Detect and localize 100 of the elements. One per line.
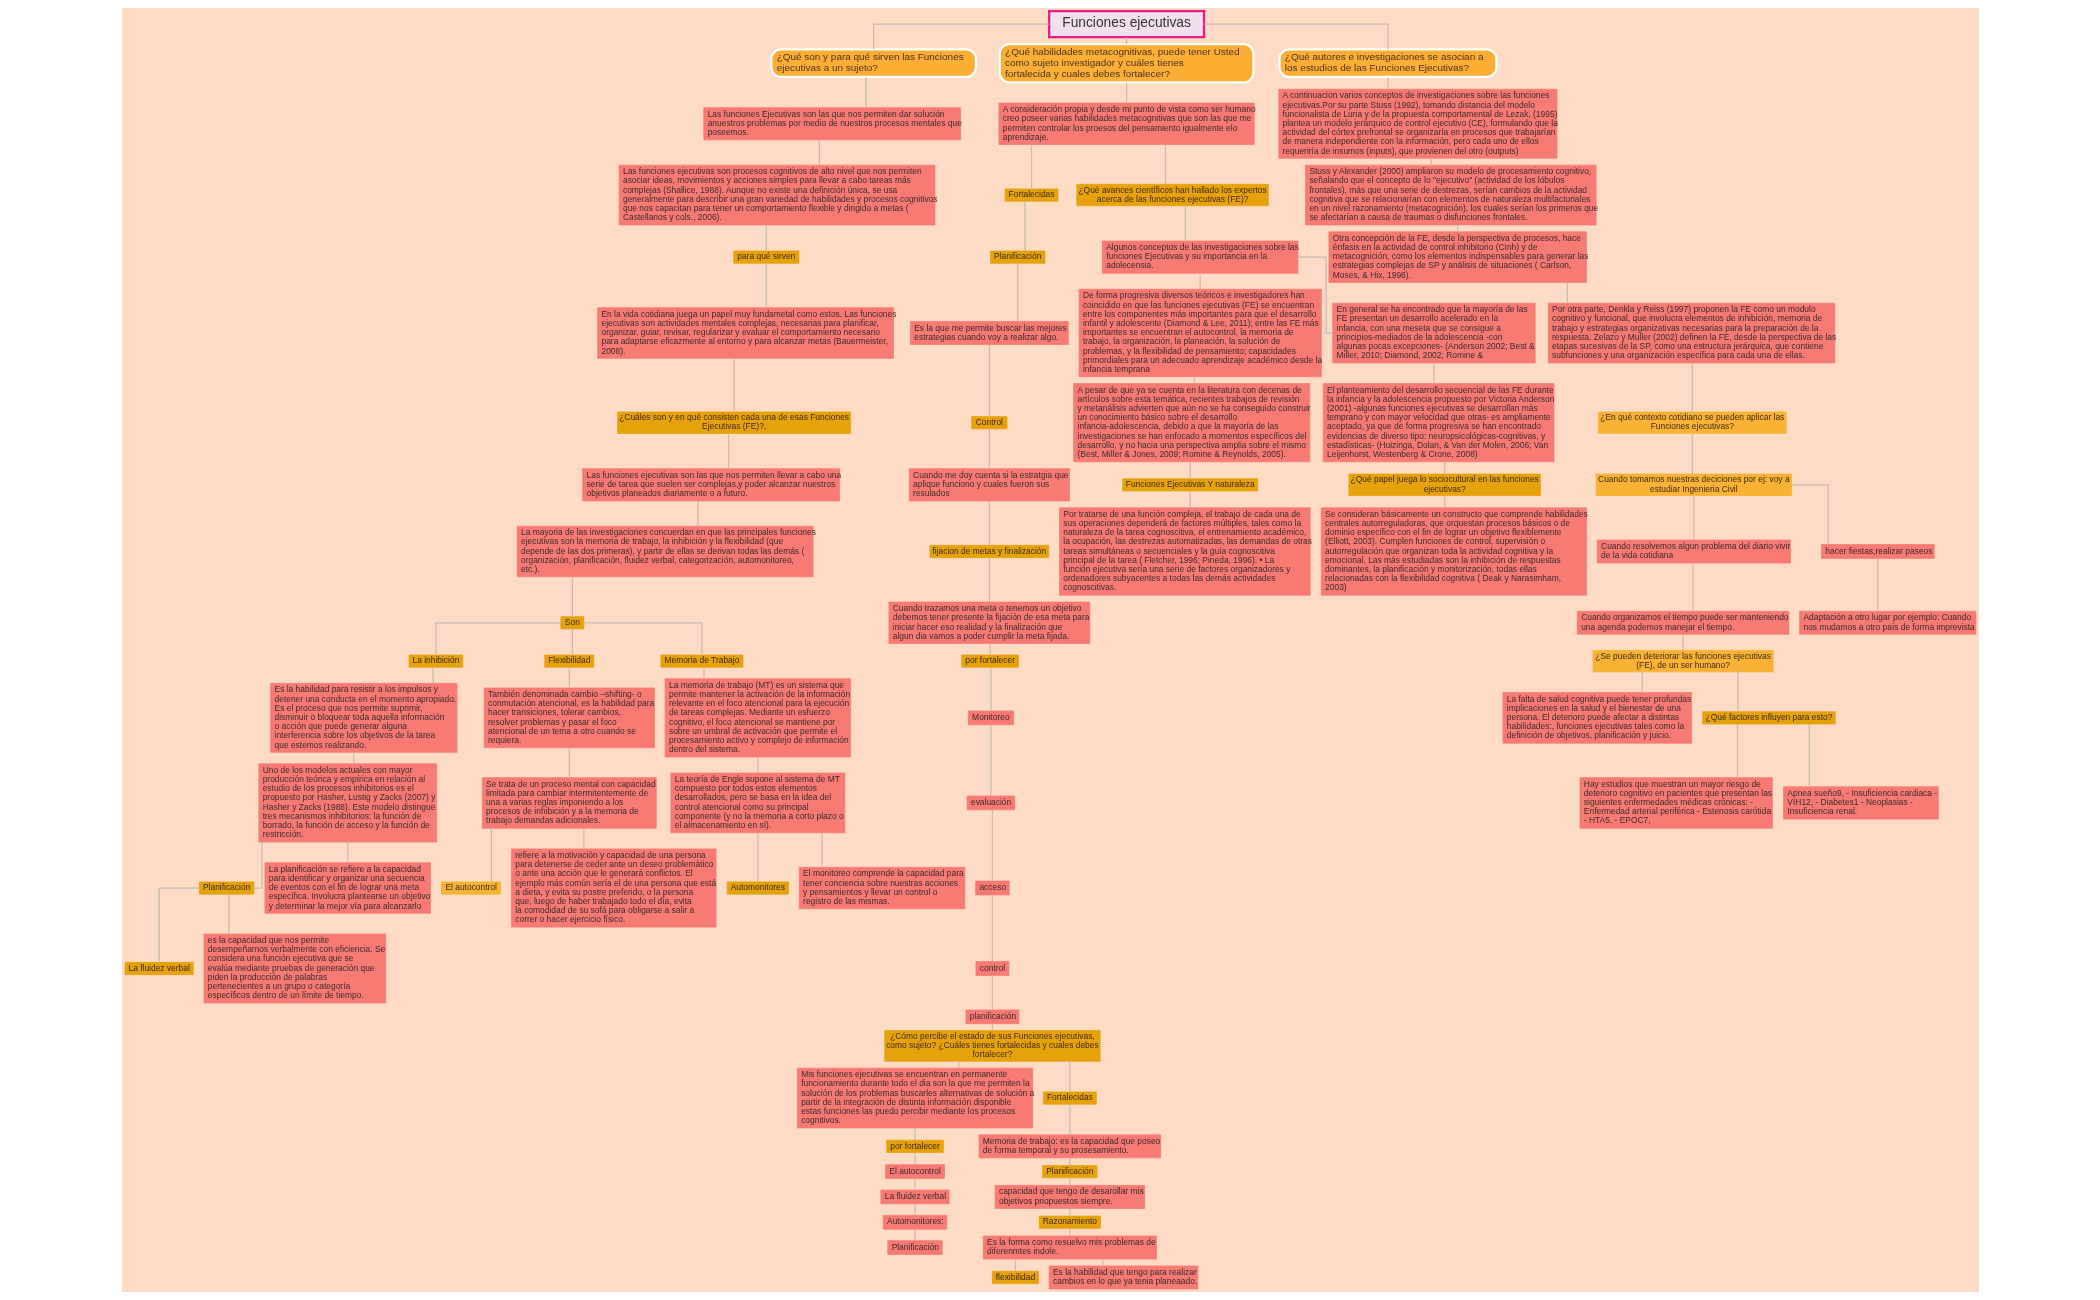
node-box: Fortalecidas [1042, 1091, 1097, 1105]
node-box: La teoría de Engle supone al sistema de MT compuesto por todos estos elementos desarrollados, pero se basa en la idea del control atencional como su principal componente (y no la memoria a corto plazo o el almacenamiento en sí). [669, 772, 845, 834]
node-box: ¿Cuáles son y en qué consisten cada una de esas Funciones Ejecutivas (FE)?, [616, 411, 851, 434]
node-box: planificación [965, 1009, 1019, 1025]
connector [1068, 1060, 1070, 1093]
connector [864, 76, 867, 109]
node-box: Planificación [1041, 1165, 1097, 1179]
node-box: es la capacidad que nos permite desempeñarnos verbalmente con eficiencia. Se considera una función ejecutiva que se evalúa mediante pruebas de generación que piden la producción de palabras pertenecientes a un grupo o categoría específicos dentro de un límite de tiempo. [203, 933, 386, 1004]
node-box: fijacion de metas y finalización [929, 544, 1049, 558]
node-box: hacer fiestas,realizar paseos [1820, 544, 1935, 559]
connector [702, 666, 705, 680]
connector [1297, 256, 1333, 334]
node-box: Automonitores [726, 881, 789, 895]
connector [346, 841, 348, 864]
connector [227, 893, 230, 935]
connector [1691, 362, 1693, 413]
node-box: refiere a la motivación y capacidad de una persona para detenerse de ceder ante un deseo problemático o ante una acción que le generará conflictos. El ejemplo más común sería el de una persona que está a dieta, y evita su postre preferido, o la persona que, luego de haber trabajado todo el día, evita la comodidad de su sofá para obligarse a salir a correr o hacer ejercicio físico. [510, 848, 716, 928]
connector [582, 827, 584, 850]
connector [1432, 362, 1435, 385]
node-box: La falta de salud cognitiva puede tener profundas implicaciones en la salud y el bienestar de una persona. El deterioro puede afectar a distintas habilidades:, funciones ejecutivas tales como la definición de objetivos, planificación y juicio. [1502, 692, 1692, 744]
connector [1692, 495, 1694, 541]
connector [1566, 282, 1568, 304]
connector [1068, 1208, 1070, 1217]
node-box: La memoria de trabajo (MT) es un sistema que permite mantener la activación de la información relevante en el foco atencional para la ejecución de tareas complejas. Mediante un esfuerzo cognitivo, el foco atencional se mantiene por sobre un umbral de activación que permite el procesamiento activo y complejo de información dentro del sistema. [664, 678, 851, 758]
connector [158, 887, 200, 963]
connector [568, 666, 570, 689]
connector [913, 1228, 916, 1242]
connector [988, 344, 990, 418]
connector [696, 500, 698, 527]
node-box: El planteamiento del desarrollo secuencial de las FE durante la infancia y la adolescencia propuesto por Victoria Anderson (2001) -algunas funciones ejecutivas se desarrollan más temprano y con mayor velocidad que otras- es ampliamente aceptado, ya que de forma progresiva se han encontrado evidencias de diverso tipo: neuropsicológicas-cognitivas, y estadísticas- (Huizinga, Dolan, & Van der Molen, 2006; Van Leijenhorst, Westenberg & Crone, 2008) [1322, 383, 1554, 463]
node-box: Planificación [886, 1240, 943, 1255]
connector [989, 724, 991, 797]
node-box: Hay estudios que muestran un mayor riesgo de deterioro cognitivo en pacientes que presentan las siguientes enfermedades médicas crónicas: - Enfermedad arterial periférica - Estenosis carótida - HTA5, - EPOC7, [1579, 777, 1773, 829]
node-box: Se consideran básicamente un constructo que comprende habilidades centrales autorreguladoras, que orquestan procesos básicos o de dominio específico con el fin de lograr un objetivo flexiblemente (Elliott, 2003). Cumplen funciones de control, supervisión o autorregulación que organizan toda la actividad cognitiva y la emocional. Las más estudiadas son la inhibición de respuestas dominantes, la planificación y monitorización, todas ellas relacionadas con la flexibilidad cognitiva ( Deak y Narasimham, 2003) [1320, 507, 1587, 596]
node-box: Memoria de trabajo: es la capacidad que poseo de forma temporal y su prosesamiento. [978, 1134, 1161, 1159]
node-box: Cuando resolvemos algun problema del diario vivir de la vida cotidiana [1596, 539, 1791, 564]
node-box: Mis funciones ejecutivas se encuentran en permanente funcionamiento durante todo el dia son la que me permiten la solución de los problemas buscarles alternativas de solución a partir de la integración de distinta información disponible estas funciones las puedo percibir mediante los procesos cognitivos. [796, 1067, 1033, 1129]
node-box: Funciones ejecutivas [1047, 9, 1205, 39]
connector [1682, 633, 1684, 651]
node-box: acceso [974, 880, 1010, 896]
connector [872, 23, 1050, 50]
connector [988, 428, 990, 470]
node-box: Razonamiento [1038, 1215, 1101, 1229]
node-box: Las funciones ejecutivas son procesos cognitivos de alto nivel que nos permiten asociar ideas, movimientos y acciones simples para llevar a cabo tareas más complejas (Shallice, 1988). Aunque no existe una definición única, se usa generalmente para describir una gran variedad de habilidades y procesos cognitivos que nos capacitan para tener un comportamiento flexible y dirigido a metas ( Castellanos y cols., 2006). [618, 164, 935, 226]
connector [1184, 205, 1186, 242]
connector [733, 357, 735, 413]
node-box: Es la forma como resuelvo mis problemas de diferenmtes indole. [982, 1235, 1157, 1260]
connector [1125, 82, 1127, 104]
connector [1203, 23, 1389, 50]
node-box: La fluidez verbal [880, 1189, 949, 1205]
node-box: La planificación se refiere a la capacidad para identificar y organizar una secuencia de eventos con el fin de lograr una meta específica. Involucra plantearse un objetivo y determinar la mejor vía para alcanzarlo [264, 862, 431, 914]
node-box: ¿Cómo percibe el estado de sus Funciones ejecutivas, como sujeto? ¿Cuáles tienes fortalecidas y cuales debes fortalecer? [883, 1030, 1100, 1062]
node-box: El monitoreo comprende la capacidad para tener conciencia sobre nuestras acciones y pensamientos y llevar un control o registro de las mismas. [798, 866, 965, 910]
node-box: ¿Qué avances científicos han hallado los expertos acerca de las funciones ejecutivas (FE)? [1075, 183, 1269, 207]
connector [989, 666, 991, 712]
connector [1736, 723, 1738, 778]
connector [490, 827, 492, 883]
connector [756, 756, 758, 774]
node-box: A pesar de que ya se cuenta en la literatura con decenas de artículos sobre esta temática, recientes trabajos de revisión y metanálisis advierten que aún no se ha conseguido construir un conocimiento básico sobre el desarrollo infancia-adolescencia, debido a que la mayoría de las investigaciones se han enfocado a momentos específicos del desarrollo, y no hacia una perspectiva amplia sobre el mismo (Best, Miller & Jones, 2009; Romine & Reynolds, 2005). [1072, 383, 1310, 463]
node-box: Es la habilidad para resistir a los impulsos y detener una conducta en el momento apropiado. Es el proceso que nos permite suprimir, disminuir o bloquear toda aquella información o acción que puede generar alguna interferencia sobre los objetivos de la tarea que estemos realizando. [269, 682, 457, 753]
connector [991, 894, 993, 963]
connector [568, 747, 570, 779]
connector [765, 262, 767, 309]
node-box: Las funciones Ejecutivas son las que nos permiten dar solución anuestros problemas por medio de nuestros procesos mentales que poseemos. [702, 107, 961, 141]
node-box: Es la habilidad que tengo para realizar cambios en lo que ya tenia planeaado. [1048, 1265, 1198, 1290]
connector [1386, 76, 1389, 90]
node-box: Por otra parte, Denkla y Reiss (1997) proponen la FE como un modulo cognitivo y funcional, que involucra elementos de inhibición, memoria de trabajo y estrategias organizativas necesarias para la preparación de la respuesta. Zelazo y Muller (2002) definen la FE, desde la perspectiva de las etapas sucesivas de la SP, como una estructura jerárquica, que contiene subfunciones y una organización específica para cada una de ellas. [1547, 302, 1835, 364]
node-box: Son [559, 616, 584, 630]
connector [1641, 671, 1643, 693]
node-box: ¿Qué son y para qué sirven las Funciones ejecutivas a un sujeto? [769, 48, 977, 79]
node-box: Automonitores: [882, 1214, 947, 1230]
connector [765, 224, 767, 252]
connector [252, 841, 262, 889]
connector [582, 622, 703, 656]
node-box: ¿Qué factores influyen para esto? [1701, 711, 1836, 725]
connector [1691, 562, 1694, 612]
connector [988, 500, 990, 546]
connector [571, 628, 573, 656]
node-box: ¿Qué papel juega lo sociocultural en las funciones ejecutivas? [1348, 473, 1541, 496]
node-box: flexibilidad [991, 1270, 1039, 1284]
node-box: ¿Qué autores e investigaciones se asocian a los estudios de las Funciones Ejecutivas? [1277, 48, 1498, 79]
connector [991, 974, 993, 1011]
connector [1023, 200, 1026, 252]
node-box: por fortalecer [960, 654, 1019, 668]
node-box: A consideración propia y desde mi punto de vista como ser humano creo poseer varias habilidades metacognitivas que son las que me permiten controlar los proesos del pensamiento igualmente elo aprendizaje. [998, 102, 1255, 145]
node-box: ¿Qué habilidades metacognitivas, puede tener Usted como sujeto investigador y cuáles tienes fortalecida y cuales debes fortalecer? [998, 42, 1255, 84]
node-box: ¿En qué contexto cotidiano se pueden aplicar las Funciones ejecutivas? [1597, 411, 1787, 434]
node-box: Cuando tomamos nuestras deciciones por ej: voy a estudiar Ingenieria Civil [1595, 473, 1792, 496]
node-box: Planificación [989, 250, 1045, 264]
node-box: Las funciones ejecutivas son las que nos permiten llevar a cabo una serie de tarea que suelen ser complejas,y poder alcanzar nuestros objetivos planeados diariamente o a futuro. [581, 468, 840, 502]
connector [1030, 144, 1032, 190]
node-box: Control [970, 416, 1007, 430]
connector [1876, 557, 1878, 612]
node-box: El autocontrol [884, 1164, 945, 1179]
node-box: Planificación [198, 881, 254, 895]
connector [1164, 144, 1166, 185]
connector [1068, 1157, 1070, 1166]
connector [1016, 262, 1018, 322]
node-box: Adaptación a otro lugar por ejemplo: Cuando nos mudamos a otro país de forma imprevista [1798, 610, 1976, 635]
node-box: Apnea sueño9, - Insuficiencia cardiaca - VIH12, - Diabetes1 - Neoplasias - Insuficiencia renal. [1782, 786, 1939, 820]
